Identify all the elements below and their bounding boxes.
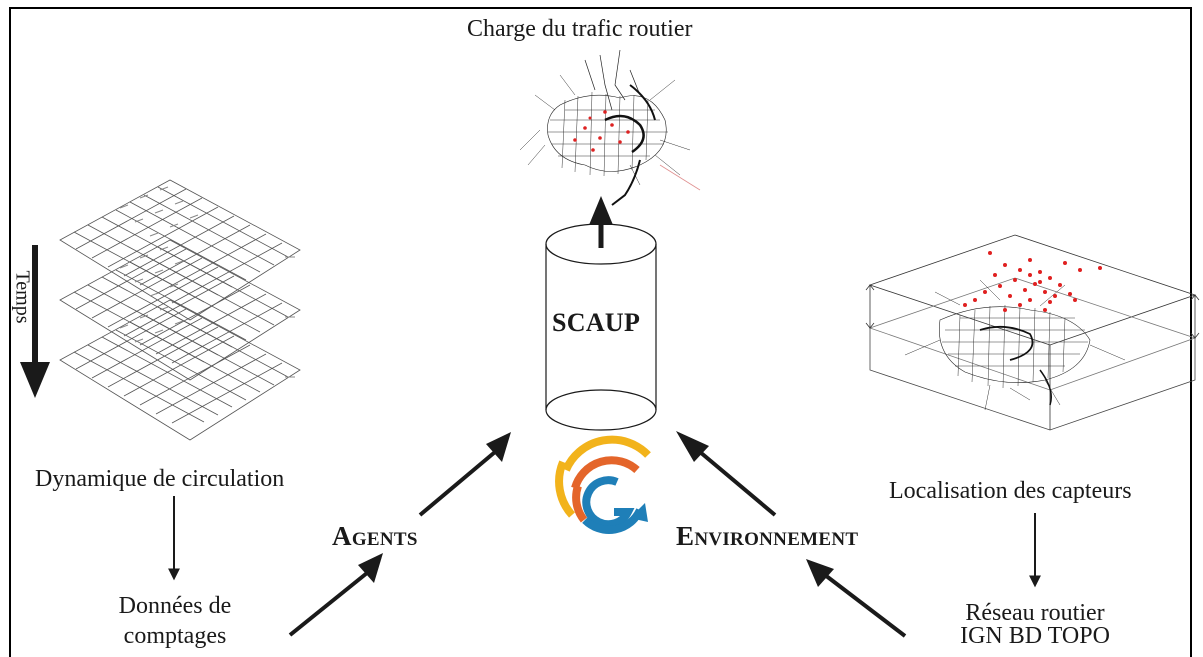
- time-axis-arrow: [20, 245, 50, 398]
- agents-label: AGENTS: [332, 521, 418, 552]
- traffic-load-title: Charge du trafic routier: [467, 16, 693, 42]
- traffic-load-map: [519, 49, 701, 206]
- road-network-plot: [904, 279, 1126, 411]
- network-label-line1: Réseau routier: [965, 600, 1105, 626]
- big-arrowheads: [358, 431, 834, 587]
- agents-initial: A: [332, 521, 352, 551]
- environment-label: ENVIRONNEMENT: [676, 521, 858, 552]
- big-arrows: [288, 450, 907, 638]
- environment-initial: E: [676, 521, 695, 551]
- scaup-cylinder: [545, 223, 657, 431]
- sensor-box: [865, 234, 1200, 431]
- environment-rest: NVIRONNEMENT: [694, 529, 859, 550]
- sensors-label: Localisation des capteurs: [889, 478, 1132, 504]
- counts-label-line1: Données de: [118, 593, 232, 619]
- counts-label-line2: comptages: [123, 623, 227, 649]
- sensor-dots: [963, 251, 1102, 312]
- time-axis-label: Temps: [11, 270, 34, 324]
- figure-frame: [9, 7, 1192, 657]
- dynamics-label: Dynamique de circulation: [35, 466, 285, 492]
- traffic-grid-stack: [59, 179, 301, 441]
- scaup-label: SCAUP: [552, 308, 641, 337]
- network-label-line2: IGN BD TOPO: [960, 623, 1110, 649]
- g-logo: [555, 435, 651, 534]
- output-arrow: [589, 196, 613, 248]
- agents-rest: GENTS: [351, 529, 418, 550]
